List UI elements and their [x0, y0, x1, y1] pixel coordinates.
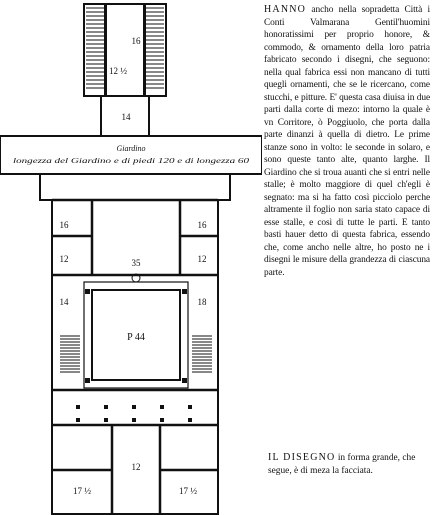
room-label-upper-left: 12 ½	[109, 66, 127, 76]
garden-caption: longezza del Giardino e di piedi 120 e d…	[13, 156, 249, 165]
room-label-bottom-left: 17 ½	[73, 486, 91, 496]
garden-title: Giardino	[116, 144, 145, 153]
lead-word: HANNO	[264, 4, 307, 15]
floor-plan: 16 12 ½ 14 16 12 16 12 35 14 18 P 44 17 …	[0, 3, 262, 515]
room-label-left-12: 12	[60, 254, 69, 264]
caption-text: in forma grande, che segue, è di meza la…	[268, 453, 416, 476]
room-label-right-16: 16	[198, 220, 208, 230]
room-label-14-left: 14	[60, 297, 70, 307]
court-label: P 44	[127, 332, 145, 343]
body-paragraph: HANNO ancho nella sopradetta Città i Con…	[264, 4, 430, 279]
room-label-14: 14	[122, 112, 132, 122]
body-text: ancho nella sopradetta Città i Conti Val…	[264, 5, 430, 278]
room-label-35: 35	[132, 258, 142, 268]
body-text-column: HANNO ancho nella sopradetta Città i Con…	[264, 4, 430, 279]
room-label-bottom-mid: 12	[132, 462, 141, 472]
room-label-bottom-right: 17 ½	[179, 486, 197, 496]
room-label-right-12: 12	[198, 254, 207, 264]
room-label-18: 18	[198, 297, 208, 307]
room-label-upper: 16	[132, 36, 142, 46]
figure-caption: IL DISEGNO in forma grande, che segue, è…	[268, 452, 428, 477]
room-label-left-16: 16	[60, 220, 70, 230]
caption-lead-word: IL DISEGNO	[268, 452, 336, 463]
